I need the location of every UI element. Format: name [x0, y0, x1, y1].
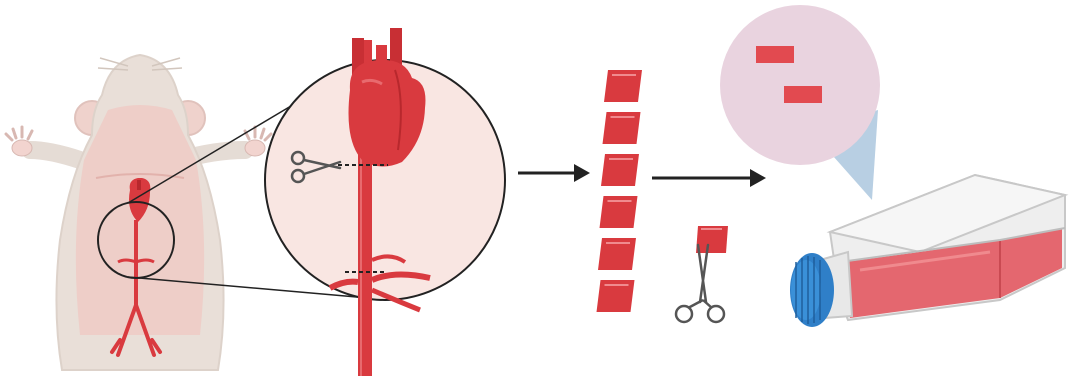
explant-fragment: [756, 46, 794, 63]
scissors-vertical-icon: [676, 245, 724, 322]
arrow-right-icon: [518, 164, 590, 182]
single-ring-icon: [696, 226, 728, 253]
mouse-dissection-icon: [6, 55, 271, 370]
heart-aorta-icon: [265, 28, 505, 376]
explant-fragment: [784, 86, 822, 103]
arrow-right-icon: [652, 169, 766, 187]
tissue-segments-icon: [597, 70, 643, 312]
magnifier-bubble-icon: [720, 5, 880, 200]
culture-flask-icon: [790, 175, 1065, 327]
bubble: [720, 5, 880, 165]
